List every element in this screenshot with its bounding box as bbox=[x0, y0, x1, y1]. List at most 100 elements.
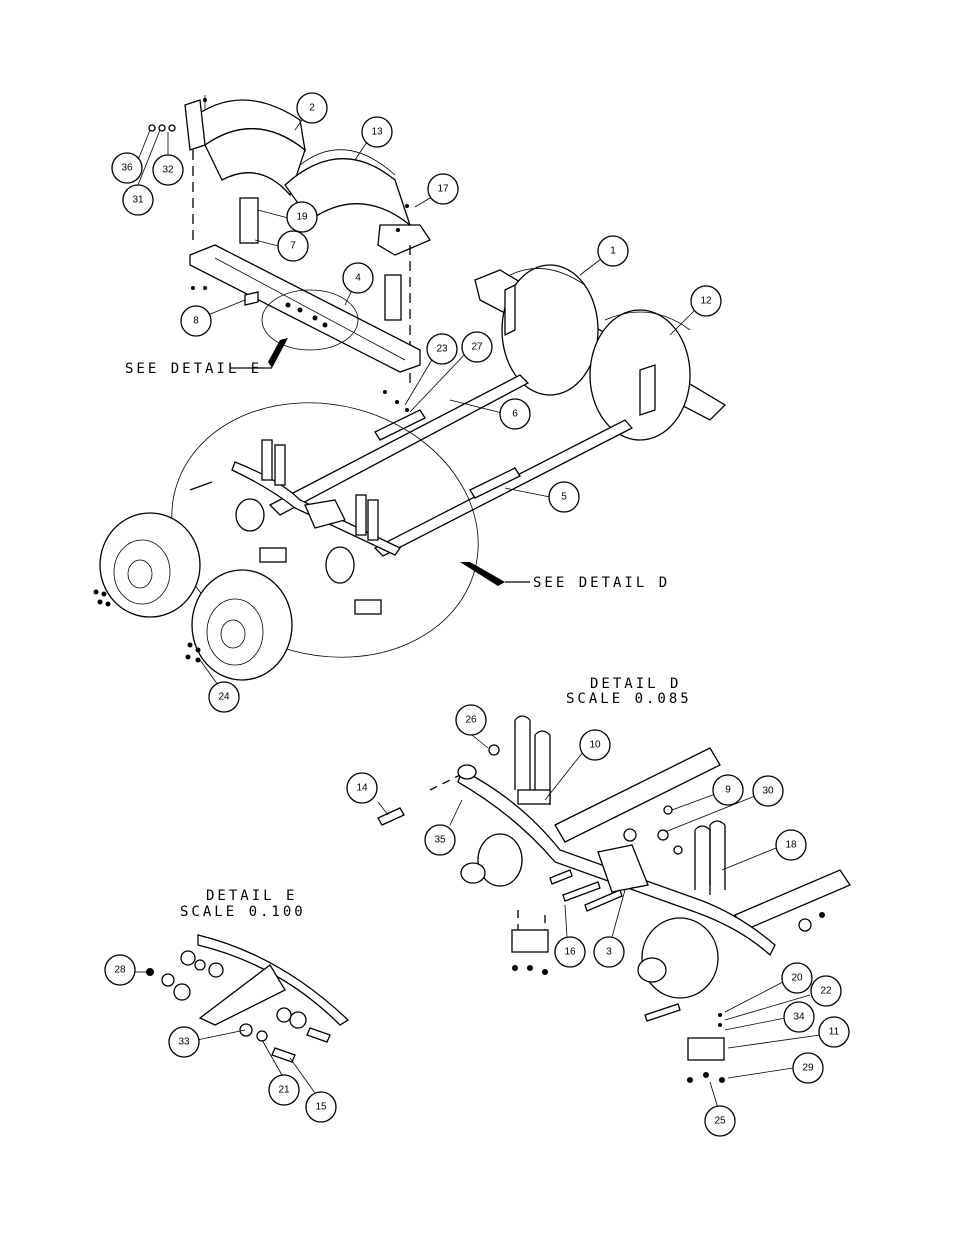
suspension-center bbox=[189, 439, 401, 615]
balloon-20: 20 bbox=[781, 962, 813, 994]
balloon-23: 23 bbox=[426, 333, 458, 365]
balloon-number: 8 bbox=[193, 316, 199, 327]
balloon-circle bbox=[168, 1026, 200, 1058]
balloon-32: 32 bbox=[152, 154, 184, 186]
balloon-number: 22 bbox=[820, 986, 832, 997]
balloon-1: 1 bbox=[597, 235, 629, 267]
balloon-14: 14 bbox=[346, 772, 378, 804]
balloon-17: 17 bbox=[427, 173, 459, 205]
balloon-circle bbox=[783, 1001, 815, 1033]
balloon-circle bbox=[277, 230, 309, 262]
balloon-circle bbox=[427, 173, 459, 205]
balloon-number: 36 bbox=[121, 163, 133, 174]
leader-lines bbox=[135, 115, 821, 1109]
balloon-circle bbox=[208, 681, 240, 713]
balloon-number: 24 bbox=[218, 692, 230, 703]
fender-front bbox=[184, 99, 306, 197]
balloon-circle bbox=[597, 235, 629, 267]
balloon-number: 1 bbox=[610, 246, 616, 257]
balloon-7: 7 bbox=[277, 230, 309, 262]
balloon-circle bbox=[342, 262, 374, 294]
balloon-number: 29 bbox=[802, 1063, 814, 1074]
balloon-13: 13 bbox=[361, 116, 393, 148]
balloon-circle bbox=[122, 184, 154, 216]
balloon-circle bbox=[593, 936, 625, 968]
balloon-circle bbox=[499, 398, 531, 430]
balloon-circle bbox=[426, 333, 458, 365]
balloon-number: 10 bbox=[589, 740, 601, 751]
balloon-circle bbox=[554, 936, 586, 968]
balloon-circle bbox=[461, 331, 493, 363]
see-detail-e-label: SEE DETAIL E bbox=[125, 361, 262, 377]
balloon-circle bbox=[818, 1016, 850, 1048]
balloon-22: 22 bbox=[810, 975, 842, 1007]
balloon-number: 32 bbox=[162, 165, 174, 176]
detail-d-title: DETAIL D bbox=[590, 676, 681, 692]
balloon-circle bbox=[712, 774, 744, 806]
balloon-number: 12 bbox=[700, 296, 712, 307]
balloon-circle bbox=[579, 729, 611, 761]
balloon-circle bbox=[424, 824, 456, 856]
balloon-circle bbox=[704, 1105, 736, 1137]
balloon-number: 21 bbox=[278, 1085, 290, 1096]
balloon-number: 3 bbox=[606, 947, 612, 958]
balloon-number: 4 bbox=[355, 273, 361, 284]
balloon-number: 26 bbox=[465, 715, 477, 726]
balloon-6: 6 bbox=[499, 398, 531, 430]
balloon-number: 31 bbox=[132, 195, 144, 206]
balloon-circle bbox=[752, 775, 784, 807]
balloon-number: 17 bbox=[437, 184, 449, 195]
balloon-9: 9 bbox=[712, 774, 744, 806]
left-tire-pair bbox=[93, 512, 293, 681]
balloon-19: 19 bbox=[286, 201, 318, 233]
balloon-number: 34 bbox=[793, 1012, 805, 1023]
balloon-2: 2 bbox=[296, 92, 328, 124]
balloon-10: 10 bbox=[579, 729, 611, 761]
balloon-circle bbox=[305, 1091, 337, 1123]
axle-rear bbox=[373, 419, 634, 557]
balloon-34: 34 bbox=[783, 1001, 815, 1033]
balloon-3: 3 bbox=[593, 936, 625, 968]
fender-hardware bbox=[148, 95, 409, 232]
footer-link[interactable] bbox=[614, 1165, 747, 1181]
balloon-circle bbox=[548, 481, 580, 513]
balloon-30: 30 bbox=[752, 775, 784, 807]
balloon-number: 35 bbox=[434, 835, 446, 846]
balloon-4: 4 bbox=[342, 262, 374, 294]
frame-rail bbox=[189, 197, 421, 412]
balloon-number: 16 bbox=[564, 947, 576, 958]
balloon-8: 8 bbox=[180, 305, 212, 337]
balloon-number: 33 bbox=[178, 1037, 190, 1048]
balloon-circle bbox=[361, 116, 393, 148]
balloon-number: 23 bbox=[436, 344, 448, 355]
balloon-number: 13 bbox=[371, 127, 383, 138]
balloon-number: 28 bbox=[114, 965, 126, 976]
balloon-circle bbox=[810, 975, 842, 1007]
detail-e-assembly bbox=[146, 934, 350, 1063]
balloon-24: 24 bbox=[208, 681, 240, 713]
balloon-number: 15 bbox=[315, 1102, 327, 1113]
balloon-number: 9 bbox=[725, 785, 731, 796]
balloon-number: 7 bbox=[290, 241, 296, 252]
balloon-number: 2 bbox=[309, 103, 315, 114]
balloon-18: 18 bbox=[775, 829, 807, 861]
balloon-number: 11 bbox=[829, 1027, 840, 1038]
see-detail-d-label: SEE DETAIL D bbox=[533, 575, 670, 591]
balloon-35: 35 bbox=[424, 824, 456, 856]
balloon-circle bbox=[152, 154, 184, 186]
balloon-16: 16 bbox=[554, 936, 586, 968]
balloon-circle bbox=[775, 829, 807, 861]
detail-d-scale: SCALE 0.085 bbox=[566, 691, 692, 707]
balloon-circle bbox=[346, 772, 378, 804]
balloon-5: 5 bbox=[548, 481, 580, 513]
detail-d-assembly bbox=[377, 715, 851, 1083]
balloon-number: 27 bbox=[471, 342, 483, 353]
balloon-29: 29 bbox=[792, 1052, 824, 1084]
detail-e-ring bbox=[244, 289, 359, 351]
balloon-number: 20 bbox=[791, 973, 803, 984]
balloon-circle bbox=[286, 201, 318, 233]
balloon-11: 11 bbox=[818, 1016, 850, 1048]
